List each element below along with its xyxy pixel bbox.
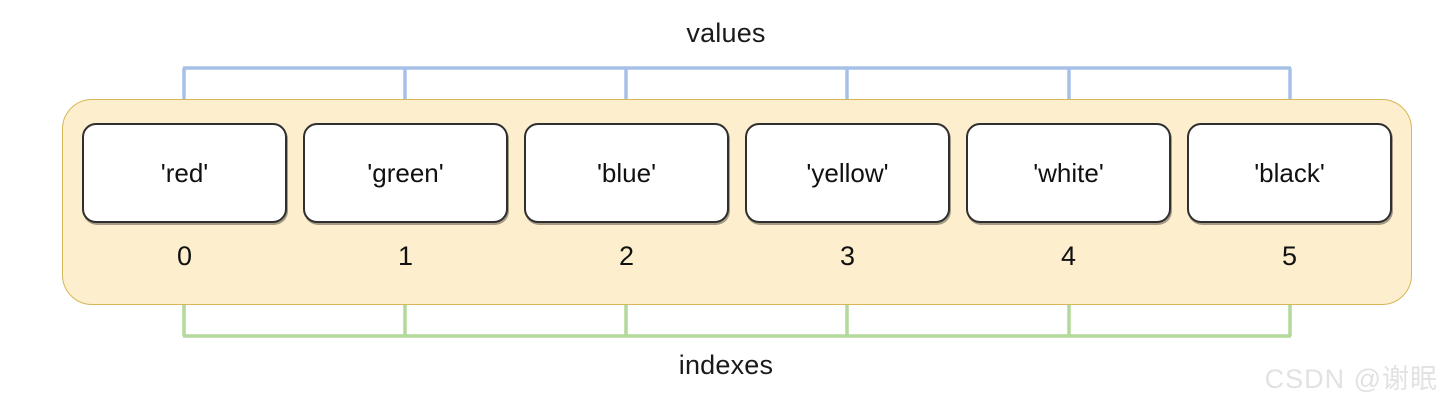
index-label: 5 [1281, 241, 1298, 271]
array-cell[interactable]: 'black' [1187, 123, 1392, 223]
index-label: 2 [618, 241, 635, 271]
array-cell[interactable]: 'green' [303, 123, 508, 223]
values-label: values [686, 18, 766, 48]
array-cell[interactable]: 'yellow' [745, 123, 950, 223]
index-label: 3 [839, 241, 856, 271]
array-cells: 'red' 'green' 'blue' 'yellow' 'white' 'b… [82, 123, 1392, 223]
array-cell[interactable]: 'blue' [524, 123, 729, 223]
index-label: 0 [176, 241, 193, 271]
array-indexes: 0 1 2 3 4 5 [82, 236, 1392, 276]
array-cell[interactable]: 'white' [966, 123, 1171, 223]
index-label: 1 [397, 241, 414, 271]
indexes-label: indexes [678, 350, 774, 380]
index-label: 4 [1060, 241, 1077, 271]
array-cell[interactable]: 'red' [82, 123, 287, 223]
watermark: CSDN @谢眠 [1264, 364, 1438, 394]
